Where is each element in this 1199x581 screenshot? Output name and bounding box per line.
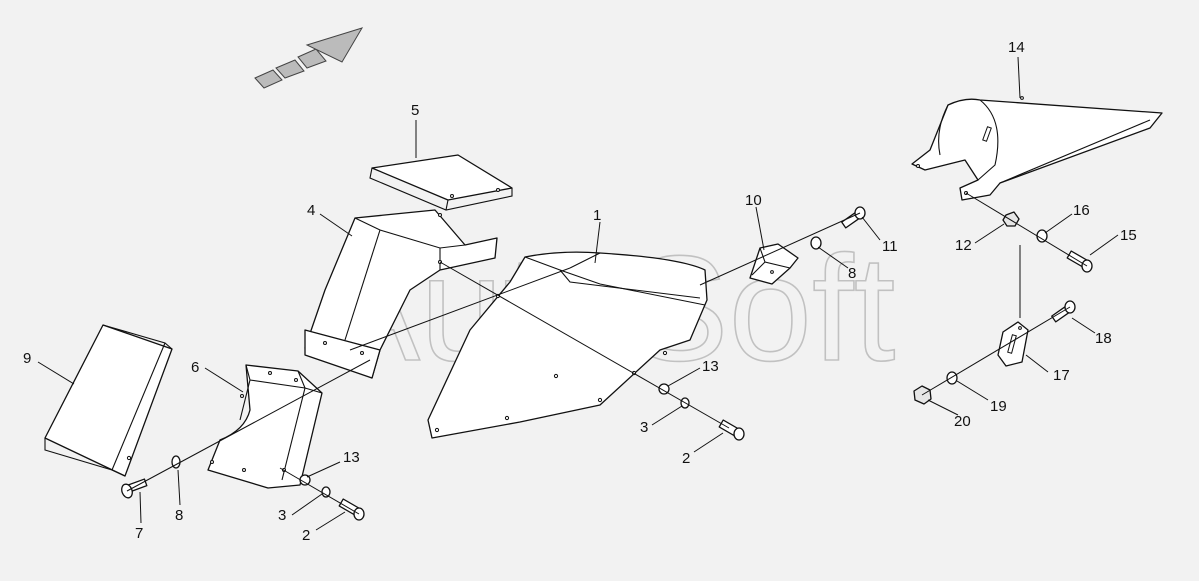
callout-19: 19	[990, 398, 1007, 415]
callout-7: 7	[135, 525, 143, 542]
washer-8-center	[810, 236, 822, 250]
callout-13-center: 13	[702, 358, 719, 375]
direction-arrow-icon	[254, 27, 364, 89]
part-17-plate	[997, 321, 1029, 367]
washer-16	[1036, 229, 1048, 243]
callout-15: 15	[1120, 227, 1137, 244]
part-9-box-cover	[44, 324, 173, 477]
callout-8-center: 8	[848, 265, 856, 282]
part-6-bracket	[207, 364, 323, 489]
callout-9: 9	[23, 350, 31, 367]
callout-2-center: 2	[682, 450, 690, 467]
part-1-side-panel	[427, 251, 708, 439]
callout-8-left: 8	[175, 507, 183, 524]
washer-13-center	[658, 383, 670, 395]
callout-16: 16	[1073, 202, 1090, 219]
callout-2-left: 2	[302, 527, 310, 544]
assembly-lines	[126, 192, 1088, 515]
callout-17: 17	[1053, 367, 1070, 384]
callout-4: 4	[307, 202, 315, 219]
washer-19	[946, 371, 958, 385]
callout-3-left: 3	[278, 507, 286, 524]
part-10-small-bracket	[749, 243, 799, 285]
callout-14: 14	[1008, 39, 1025, 56]
callout-5: 5	[411, 102, 419, 119]
part-4-chute	[304, 209, 498, 379]
part-5-top-plate	[369, 154, 513, 211]
callout-18: 18	[1095, 330, 1112, 347]
callout-3-center: 3	[640, 419, 648, 436]
callout-6: 6	[191, 359, 199, 376]
callout-12: 12	[955, 237, 972, 254]
callout-13-left: 13	[343, 449, 360, 466]
callout-20: 20	[954, 413, 971, 430]
callout-11: 11	[882, 238, 898, 255]
callout-1: 1	[593, 207, 601, 224]
callout-10: 10	[745, 192, 762, 209]
part-14-shroud	[911, 96, 1163, 201]
bolt-2-center	[718, 419, 745, 441]
callout-leaders	[37, 56, 1119, 531]
washer-3-left	[321, 486, 331, 498]
callout-labels: 1 2 2 3 3 4 5 6 7 8 8 9 10 11 12 13 13 1…	[23, 39, 1137, 544]
